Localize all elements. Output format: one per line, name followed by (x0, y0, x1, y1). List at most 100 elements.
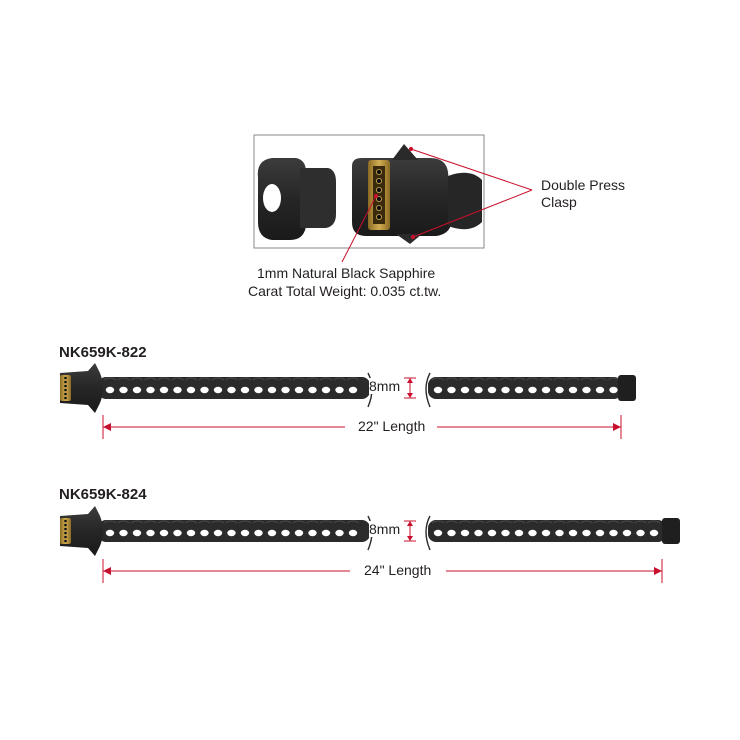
chain-link-edge (346, 520, 360, 524)
clasp-leader-dot-top (408, 146, 414, 152)
chain-link-edge (499, 377, 512, 381)
chain-link-hole (335, 386, 344, 394)
chain-link-edge (634, 520, 647, 524)
chain-link-hole (200, 529, 209, 537)
chain-link-hole (254, 386, 263, 394)
chain-link-hole (501, 386, 510, 394)
detail-left-link-hole (263, 184, 281, 212)
clasp-callout-line1: Double Press (541, 177, 626, 193)
chain-link-hole (649, 529, 659, 537)
chain-link-hole (186, 386, 196, 394)
length-label-824: 24" Length (359, 562, 437, 578)
chain-link-edge (539, 377, 553, 381)
chain-link-edge (431, 377, 445, 381)
chain-link-edge (485, 377, 499, 381)
chain-link-edge (238, 520, 252, 524)
chain-link-hole (348, 386, 358, 394)
chain-link-hole (294, 386, 304, 394)
model-number-824: NK659K-824 (59, 486, 147, 503)
chain-link-edge (499, 520, 512, 524)
chain-link-hole (582, 529, 591, 537)
sapphire-stone (375, 195, 382, 202)
chain-link-edge (346, 377, 360, 381)
dimension-arrow-right (654, 567, 662, 575)
chain-link-edge (593, 520, 607, 524)
chain-link-edge (319, 520, 333, 524)
chain-link-edge (117, 520, 130, 524)
chain-link-hole (321, 529, 331, 537)
chain-end-cap (618, 375, 636, 401)
chain-link-edge (485, 520, 499, 524)
chain-link-edge (553, 520, 566, 524)
width-arrow-bottom (407, 393, 413, 398)
chain-link-edge (580, 520, 593, 524)
chain-link-hole (146, 386, 155, 394)
chain-link-hole (173, 529, 182, 537)
clasp-leader-line-bottom (412, 189, 533, 238)
chain-link-hole (528, 529, 537, 537)
chain-link-edge (265, 520, 279, 524)
chain-link-hole (294, 529, 304, 537)
chain-link-hole (173, 386, 182, 394)
dimension-lines-822 (102, 377, 622, 439)
chain-link-edge (306, 520, 319, 524)
chain-link-hole (501, 529, 510, 537)
chain-link-hole (568, 386, 578, 394)
chain-link-hole (474, 529, 483, 537)
sapphire-stone (64, 527, 67, 531)
detail-sapphire-stones (375, 168, 382, 220)
chain-link-hole (308, 386, 317, 394)
sapphire-stone (64, 531, 67, 535)
chain-link-edge (157, 377, 171, 381)
sapphire-stone (64, 388, 67, 392)
chain-link-hole (281, 386, 290, 394)
detail-right-link (448, 172, 482, 230)
chain-link-edge (607, 520, 620, 524)
sapphire-stone (375, 177, 382, 184)
clasp-detail-image (253, 134, 485, 249)
chain-link-hole (159, 529, 169, 537)
chain-link-hole (487, 386, 497, 394)
chain-link-hole (146, 529, 155, 537)
chain-link-hole (254, 529, 263, 537)
chain-link-edge (593, 377, 607, 381)
chain-link-hole (541, 529, 551, 537)
chain-end-cap (662, 518, 680, 544)
chain-link-edge (292, 377, 306, 381)
chain-link-edge (431, 520, 445, 524)
sapphire-callout-line2: Carat Total Weight: 0.035 ct.tw. (248, 283, 442, 299)
chain-link-hole (119, 529, 128, 537)
chain-link-hole (348, 529, 358, 537)
chain-link-hole (514, 529, 524, 537)
chain-link-edge (566, 377, 580, 381)
dimension-arrow-left (103, 423, 111, 431)
chain-link-hole (447, 386, 456, 394)
chain-link-hole (609, 529, 618, 537)
detail-clasp-top-tab (392, 144, 418, 160)
chain-link-hole (541, 386, 551, 394)
sapphire-stone (64, 523, 67, 527)
chain-link-edge (211, 520, 225, 524)
sapphire-leader-line (341, 195, 377, 263)
chain-link-hole (514, 386, 524, 394)
chain-link-edge (539, 520, 553, 524)
chain-clasp (60, 363, 103, 413)
detail-clasp-body (352, 158, 452, 236)
sapphire-stone (64, 539, 67, 543)
clasp-callout-line2: Clasp (541, 194, 577, 210)
chain-drawing-824 (60, 506, 680, 556)
sapphire-stone (64, 396, 67, 400)
width-arrow-top (407, 378, 413, 383)
sapphire-stone (64, 384, 67, 388)
chain-link-hole (308, 529, 317, 537)
chain-link-hole (227, 386, 236, 394)
chain-link-hole (281, 529, 290, 537)
chain-link-hole (595, 529, 605, 537)
chain-link-hole (227, 529, 236, 537)
chain-link-edge (472, 520, 485, 524)
chain-link-edge (157, 520, 171, 524)
chain-segment-right (428, 377, 622, 399)
chain-link-hole (132, 529, 142, 537)
sapphire-stone (64, 380, 67, 384)
chain-link-edge (566, 520, 580, 524)
